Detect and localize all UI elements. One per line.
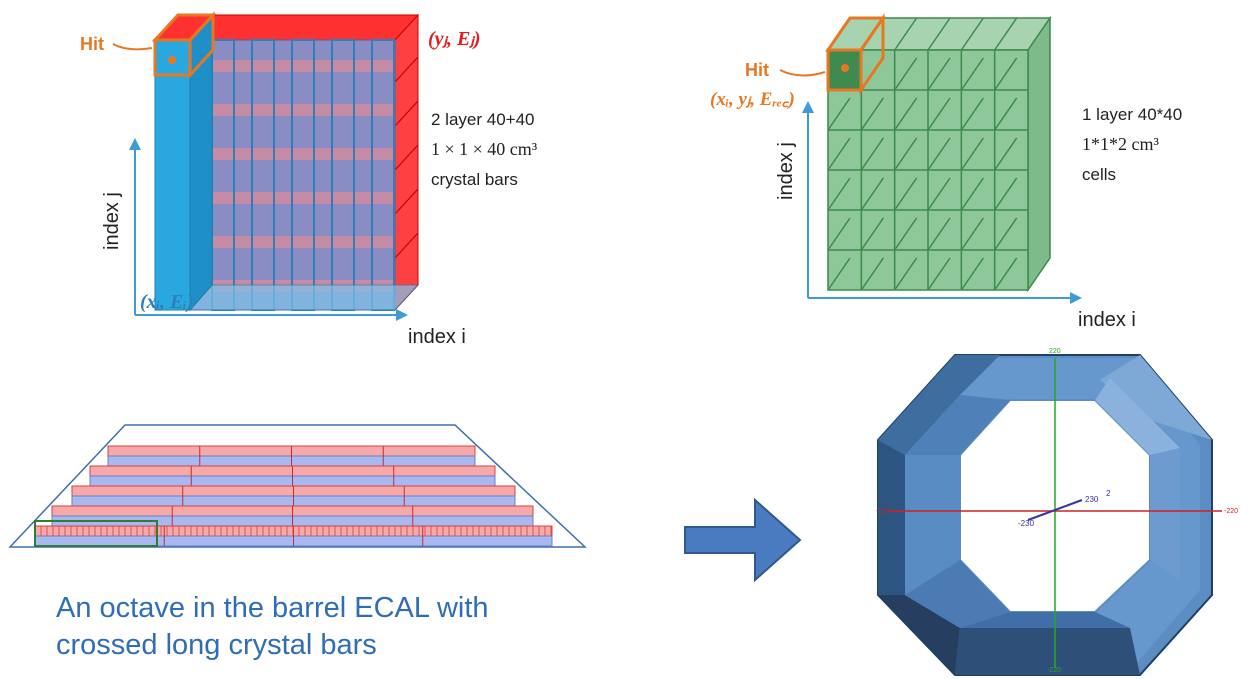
red-bars-side <box>394 56 419 259</box>
grid-depth-line <box>860 177 884 211</box>
left-axes <box>129 138 408 321</box>
grid-depth-line <box>894 97 918 131</box>
right-arrow-icon <box>684 497 802 583</box>
grid-depth-line <box>927 137 951 171</box>
octagon-center-a: 230 <box>1085 495 1099 504</box>
grid-depth-line <box>994 177 1018 211</box>
right-cell-block <box>825 13 1052 293</box>
grid-depth-line <box>927 217 951 251</box>
octagon-center-b: 2 <box>1106 489 1111 498</box>
grid-depth-line <box>827 97 851 131</box>
left-xi-label: (xᵢ, Eᵢ) <box>140 291 193 313</box>
grid-depth-line <box>860 217 884 251</box>
right-axis-j-label: index j <box>775 142 797 200</box>
grid-depth-line <box>960 177 984 211</box>
right-desc-3: cells <box>1082 165 1116 184</box>
grid-top-line <box>927 17 951 51</box>
grid-depth-line <box>927 177 951 211</box>
hit-cube-left <box>151 11 217 79</box>
octagon-top-label: 220 <box>1049 348 1061 355</box>
right-axes <box>802 101 1082 304</box>
grid-depth-line <box>894 137 918 171</box>
grid-depth-line <box>994 137 1018 171</box>
octagon-center-c: -230 <box>1018 519 1035 528</box>
grid-depth-line <box>927 257 951 291</box>
right-desc-1: 1 layer 40*40 <box>1082 105 1182 124</box>
octagon-barrel <box>877 354 1213 676</box>
grid-depth-line <box>994 57 1018 91</box>
left-yj-label: (yⱼ, Eⱼ) <box>428 28 481 50</box>
octagon-right-label: -220 <box>1224 508 1238 515</box>
grid-depth-line <box>894 257 918 291</box>
grid-depth-line <box>894 177 918 211</box>
grid-depth-line <box>994 257 1018 291</box>
grid-depth-line <box>860 97 884 131</box>
right-hit-coords: (xᵢ, yⱼ, Eᵣₑ꜀) <box>710 89 795 110</box>
left-crystal-block <box>151 11 420 312</box>
left-hit-label: Hit <box>80 34 104 54</box>
grid-depth-line <box>860 137 884 171</box>
left-axis-j-label: index j <box>101 192 123 250</box>
grid-top-line <box>994 17 1018 51</box>
octant-trapezoid <box>8 424 587 548</box>
octagon-left-label: -220 <box>876 508 890 515</box>
grid-depth-line <box>894 57 918 91</box>
grid-depth-line <box>960 257 984 291</box>
grid-top-line <box>894 17 918 51</box>
left-desc-2: 1 × 1 × 40 cm³ <box>431 139 538 159</box>
grid-depth-line <box>927 57 951 91</box>
grid-depth-line <box>960 57 984 91</box>
grid-depth-line <box>994 97 1018 131</box>
octant-bar-rows <box>34 445 553 547</box>
grid-depth-line <box>827 217 851 251</box>
grid-depth-line <box>994 217 1018 251</box>
grid-depth-line <box>927 97 951 131</box>
octagon-depth-axis <box>1027 499 1083 521</box>
octagon-bottom-label: -220 <box>1047 667 1061 674</box>
hit-dot-left <box>168 56 176 64</box>
hit-dot-right <box>841 64 849 72</box>
grid-depth-line <box>894 217 918 251</box>
left-desc-3: crystal bars <box>431 170 518 189</box>
caption-line-1: An octave in the barrel ECAL with <box>56 592 489 624</box>
left-axis-i-label: index i <box>408 326 466 348</box>
grid-depth-line <box>960 137 984 171</box>
right-desc-2: 1*1*2 cm³ <box>1082 134 1159 154</box>
right-hit-label: Hit <box>745 60 769 80</box>
grid-depth-line <box>827 257 851 291</box>
left-hit-pointer <box>112 43 153 51</box>
grid-depth-line <box>827 137 851 171</box>
grid-depth-line <box>860 257 884 291</box>
grid-depth-line <box>960 97 984 131</box>
grid-depth-line <box>960 217 984 251</box>
octant-highlight-box <box>34 520 158 547</box>
grid-top-line <box>960 17 984 51</box>
left-desc-1: 2 layer 40+40 <box>431 110 535 129</box>
grid-depth-line <box>827 177 851 211</box>
hit-cube-right <box>825 13 886 95</box>
right-axis-i-label: index i <box>1078 309 1136 331</box>
right-hit-pointer <box>779 69 826 77</box>
caption-line-2: crossed long crystal bars <box>56 629 377 661</box>
